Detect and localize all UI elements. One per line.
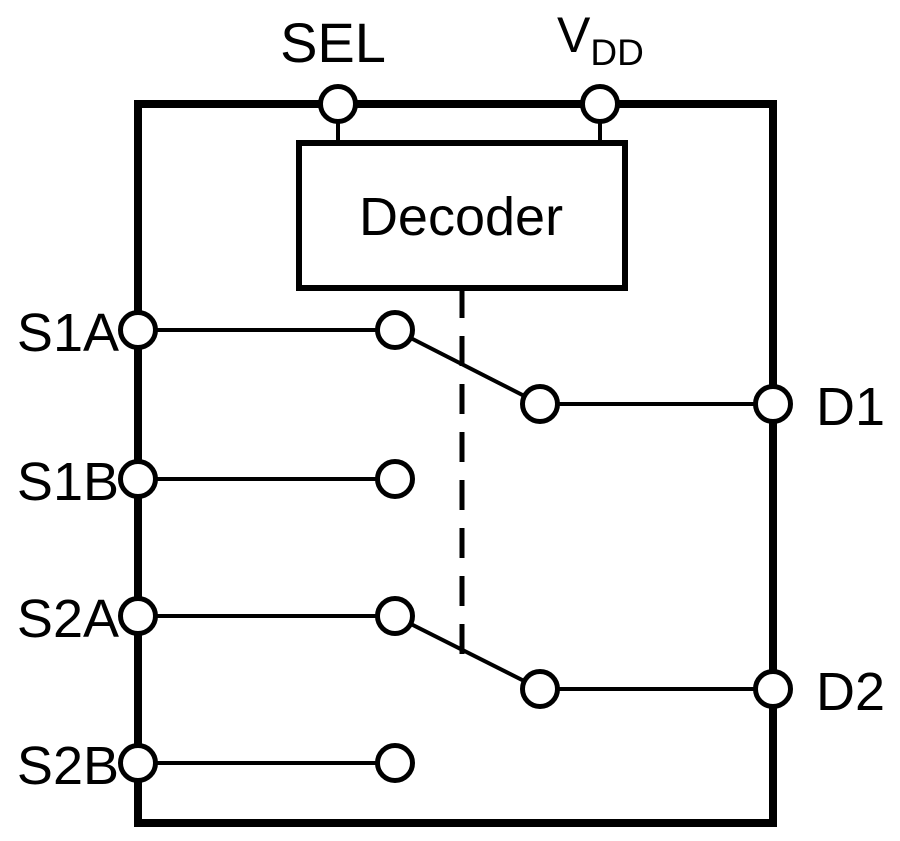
switch1-contact-a xyxy=(375,310,415,350)
switch2-contact-b xyxy=(375,743,415,783)
switch1-pole xyxy=(520,384,560,424)
switch1-arm xyxy=(394,328,541,406)
sel-terminal xyxy=(318,84,358,124)
s1a-terminal xyxy=(118,310,158,350)
s2b-terminal xyxy=(118,743,158,783)
s2a-terminal xyxy=(118,596,158,636)
vdd-label-base: V xyxy=(557,7,591,63)
switch2-arm xyxy=(394,614,541,691)
s2a-label: S2A xyxy=(17,589,119,649)
sel-label: SEL xyxy=(280,11,386,74)
vdd-label-subscript: DD xyxy=(590,32,643,73)
d1-terminal xyxy=(753,384,793,424)
vdd-terminal xyxy=(580,84,620,124)
d2-terminal xyxy=(753,669,793,709)
vdd-label: VDD xyxy=(557,7,644,73)
decoder-box xyxy=(296,140,628,291)
s2b-label: S2B xyxy=(17,736,119,796)
s1b-terminal xyxy=(118,459,158,499)
switch1-contact-b xyxy=(375,459,415,499)
decoder-label: Decoder xyxy=(359,187,563,247)
d1-label: D1 xyxy=(816,377,885,437)
d2-label: D2 xyxy=(816,662,885,722)
switch2-contact-a xyxy=(375,596,415,636)
switch2-pole xyxy=(520,669,560,709)
s1b-label: S1B xyxy=(17,452,119,512)
s1a-label: S1A xyxy=(17,303,119,363)
